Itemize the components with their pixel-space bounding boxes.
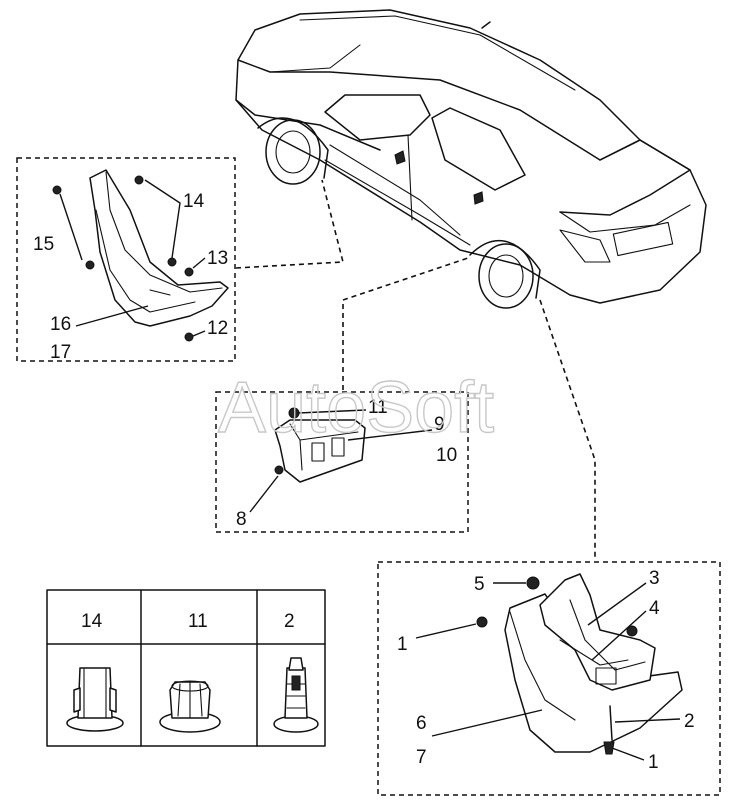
- callout-1b: 1: [648, 752, 659, 773]
- legend-header-2: 2: [284, 611, 295, 632]
- callout-16: 16: [50, 314, 71, 335]
- callout-13: 13: [207, 248, 228, 269]
- callout-3: 3: [649, 568, 660, 589]
- callout-15: 15: [33, 234, 54, 255]
- callout-14: 14: [183, 191, 205, 212]
- callout-4: 4: [649, 598, 660, 619]
- link-lines: [235, 179, 596, 560]
- callout-10: 10: [436, 445, 457, 466]
- callout-6: 6: [416, 713, 427, 734]
- callout-12: 12: [207, 318, 228, 339]
- callout-8: 8: [236, 509, 247, 530]
- callout-2: 2: [684, 711, 695, 732]
- callout-1a: 1: [397, 634, 408, 655]
- screw-clip-icon: [273, 657, 319, 733]
- callout-17: 17: [50, 342, 71, 363]
- detail-frame-rear-flap: 5 1 3 4 6 7 2 1: [377, 561, 721, 796]
- push-clip-icon: [66, 667, 124, 732]
- round-clip-icon: [159, 680, 221, 733]
- car-illustration: [235, 9, 707, 309]
- callout-7: 7: [416, 747, 427, 768]
- callout-11: 11: [368, 397, 388, 418]
- legend-header-14: 14: [81, 611, 103, 632]
- detail-frame-bracket: 11 9 10 8: [215, 391, 469, 533]
- callout-9: 9: [434, 414, 445, 435]
- watermark: AutoSoft: [218, 368, 494, 448]
- legend-header-11: 11: [188, 611, 208, 632]
- detail-frame-front-flap: 15 14 13 12 16 17: [16, 157, 236, 363]
- callout-5: 5: [474, 574, 485, 595]
- fastener-legend-table: 14 11 2: [46, 589, 326, 747]
